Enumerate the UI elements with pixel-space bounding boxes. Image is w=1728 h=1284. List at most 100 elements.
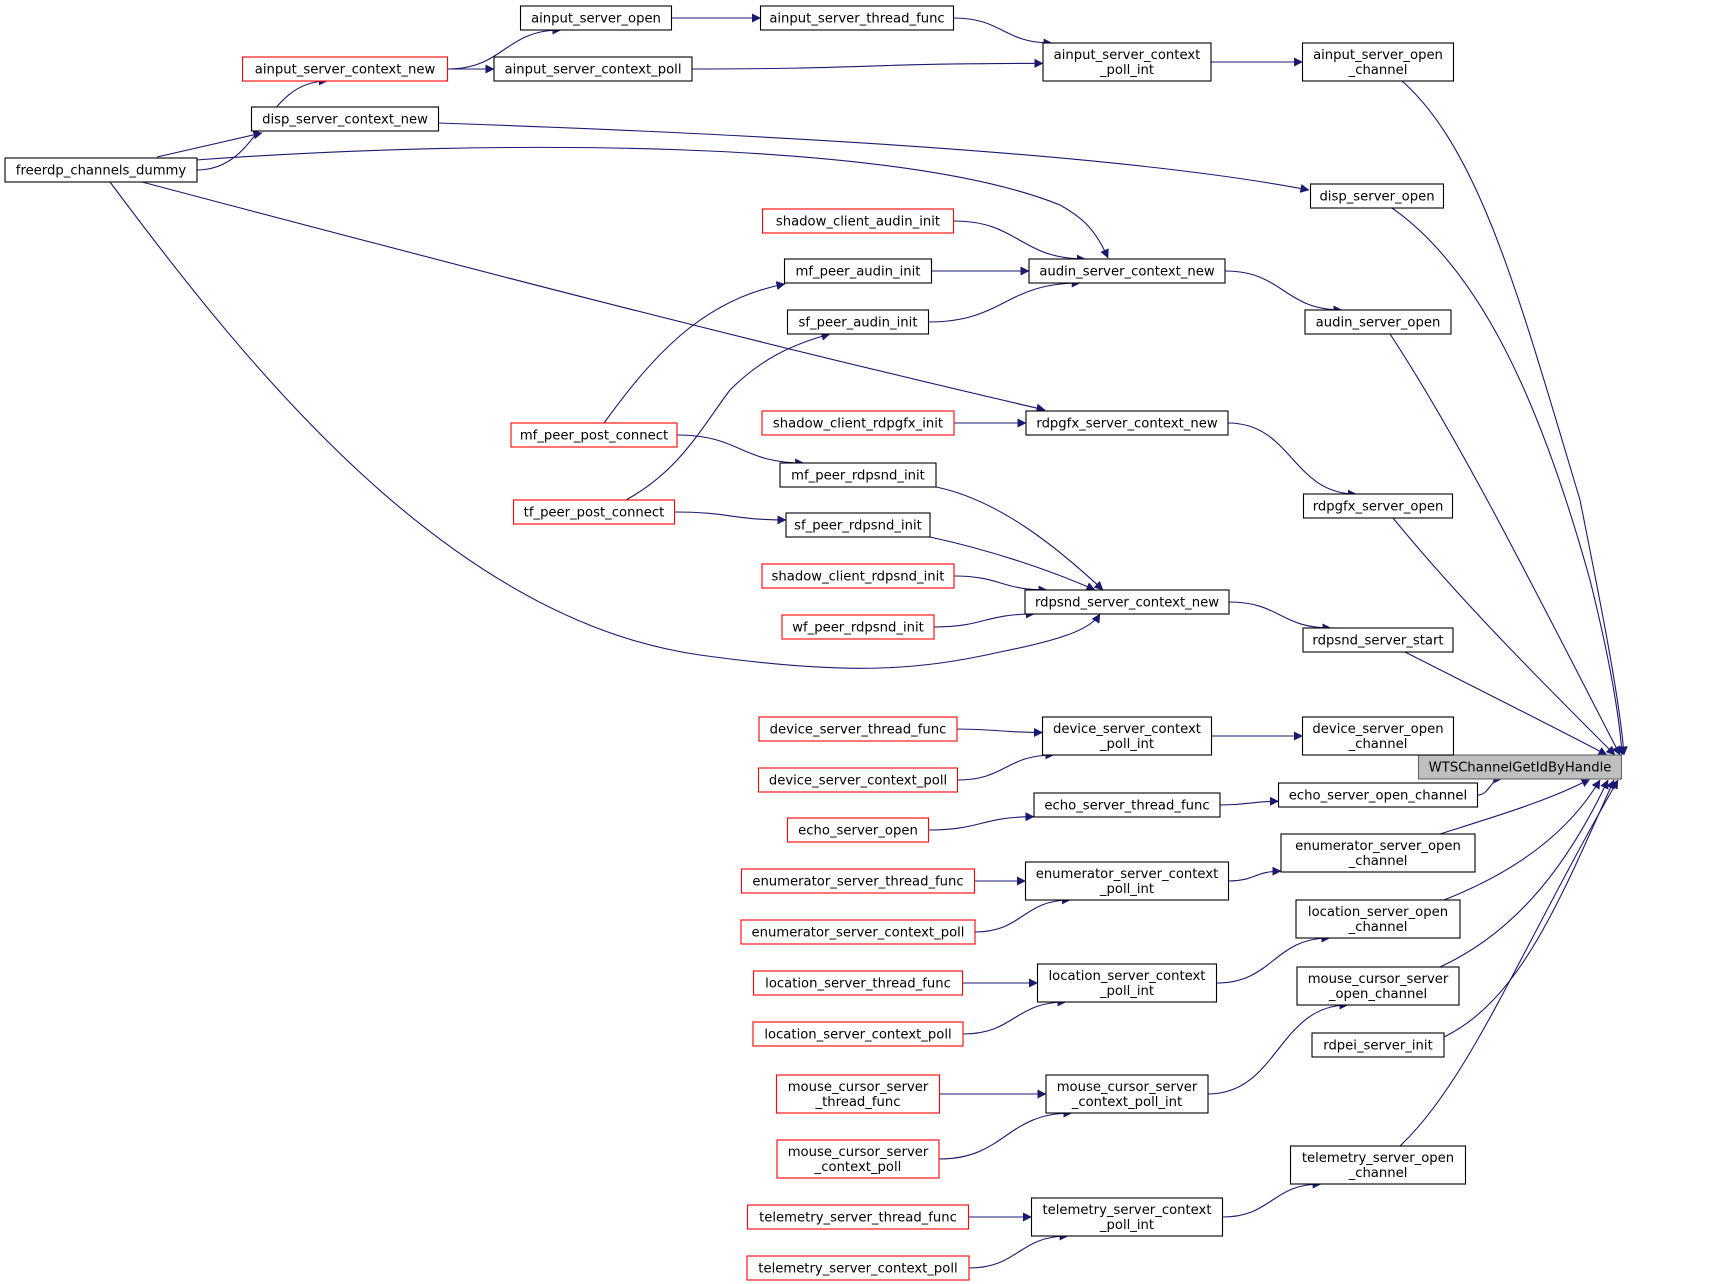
node-rdpgfx-ctx-new[interactable]: rdpgfx_server_context_new: [1025, 410, 1229, 436]
node-ainput-poll-int[interactable]: ainput_server_context_poll_int: [1042, 42, 1212, 82]
edge-rdpsnd_ctx_new-to-rdpsnd_start: [1228, 601, 1332, 633]
node-box: [1025, 410, 1229, 436]
node-audin-open[interactable]: audin_server_open: [1304, 309, 1452, 335]
edge-loc_poll_int-to-loc_open_ch: [1216, 933, 1331, 984]
node-label: enumerator_server_context: [1036, 867, 1219, 882]
node-shadow-audin[interactable]: shadow_client_audin_init: [761, 208, 955, 234]
node-label: enumerator_server_context_poll: [752, 926, 965, 941]
node-enum-poll[interactable]: enumerator_server_context_poll: [740, 919, 976, 945]
node-tele-poll[interactable]: telemetry_server_context_poll: [746, 1255, 970, 1281]
node-echo-open-ch[interactable]: echo_server_open_channel: [1277, 782, 1479, 808]
node-label: shadow_client_rdpsnd_init: [772, 570, 945, 585]
node-rdpsnd-start[interactable]: rdpsnd_server_start: [1302, 627, 1454, 653]
node-tele-poll-int[interactable]: telemetry_server_context_poll_int: [1030, 1197, 1224, 1237]
node-label: rdpei_server_init: [1323, 1039, 1433, 1054]
node-disp-open[interactable]: disp_server_open: [1309, 183, 1445, 209]
node-label: ainput_server_open: [1313, 48, 1443, 63]
node-ainput-open-ch[interactable]: ainput_server_open_channel: [1301, 42, 1455, 82]
edge-enum_poll-to-enum_poll_int: [974, 895, 1071, 933]
edge-echo_open_ch-to-root: [1477, 774, 1503, 796]
node-label: echo_server_open: [798, 824, 918, 839]
edges-layer: [109, 13, 1628, 1269]
edge-audin_open-to-root: [1389, 333, 1621, 756]
node-label: rdpsnd_server_context_new: [1035, 596, 1219, 611]
edge-loc_open_ch-to-root: [1443, 779, 1601, 901]
edge-echo_thread-to-echo_open_ch: [1219, 796, 1279, 806]
node-box: [1042, 42, 1212, 82]
node-sf-audin[interactable]: sf_peer_audin_init: [786, 309, 930, 335]
node-label: tf_peer_post_connect: [524, 506, 665, 521]
node-label: shadow_client_rdpgfx_init: [773, 417, 943, 432]
node-shadow-rdpsnd[interactable]: shadow_client_rdpsnd_init: [761, 563, 955, 589]
node-device-poll[interactable]: device_server_context_poll: [757, 767, 959, 793]
node-ainput-poll[interactable]: ainput_server_context_poll: [493, 56, 693, 82]
edge-freerdp_dummy-to-audin_ctx_new: [195, 146, 1109, 259]
node-ainput-open[interactable]: ainput_server_open: [519, 5, 673, 31]
node-box: [1033, 792, 1221, 818]
node-box: [740, 868, 976, 894]
node-ainput-ctx-new[interactable]: ainput_server_context_new: [241, 56, 449, 82]
edge-tele_open_ch-to-root: [1399, 779, 1619, 1147]
node-loc-poll[interactable]: location_server_context_poll: [752, 1021, 964, 1047]
node-device-poll-int[interactable]: device_server_context_poll_int: [1041, 716, 1213, 756]
node-label: ainput_server_open: [531, 12, 661, 27]
node-box: [776, 1139, 940, 1179]
node-tele-open-ch[interactable]: telemetry_server_open_channel: [1289, 1145, 1467, 1185]
node-loc-open-ch[interactable]: location_server_open_channel: [1295, 899, 1461, 939]
node-label: _channel: [1348, 737, 1408, 752]
node-mouse-poll-int[interactable]: mouse_cursor_server_context_poll_int: [1045, 1074, 1209, 1114]
edge-sf_rdpsnd-to-rdpsnd_ctx_new: [929, 536, 1096, 591]
node-rdpei-init[interactable]: rdpei_server_init: [1311, 1032, 1445, 1058]
node-rdpsnd-ctx-new[interactable]: rdpsnd_server_context_new: [1024, 589, 1230, 615]
node-root[interactable]: WTSChannelGetIdByHandle: [1417, 754, 1623, 780]
node-label: _channel: [1348, 854, 1408, 869]
node-box: [785, 512, 931, 538]
node-freerdp-dummy[interactable]: freerdp_channels_dummy: [4, 157, 198, 183]
node-audin-ctx-new[interactable]: audin_server_context_new: [1028, 258, 1226, 284]
node-loc-thread[interactable]: location_server_thread_func: [752, 970, 964, 996]
node-device-open-ch[interactable]: device_server_open_channel: [1301, 716, 1455, 756]
node-label: mf_peer_rdpsnd_init: [791, 469, 925, 484]
node-ainput-thread[interactable]: ainput_server_thread_func: [759, 5, 955, 31]
node-label: sf_peer_audin_init: [798, 316, 917, 331]
node-box: [1028, 258, 1226, 284]
edge-mf_post-to-mf_audin: [603, 281, 786, 424]
node-box: [1311, 1032, 1445, 1058]
node-mouse-thread[interactable]: mouse_cursor_server_thread_func: [775, 1074, 941, 1114]
node-loc-poll-int[interactable]: location_server_context_poll_int: [1036, 963, 1218, 1003]
node-sf-rdpsnd[interactable]: sf_peer_rdpsnd_init: [785, 512, 931, 538]
node-box: [1045, 1074, 1209, 1114]
node-enum-poll-int[interactable]: enumerator_server_context_poll_int: [1024, 861, 1230, 901]
node-label: location_server_open: [1308, 905, 1448, 920]
node-shadow-rdpgfx[interactable]: shadow_client_rdpgfx_init: [761, 410, 955, 436]
edge-ainput_thread-to-ainput_poll_int: [953, 17, 1053, 48]
edge-wf_rdpsnd-to-rdpsnd_ctx_new: [933, 609, 1035, 628]
node-mf-audin[interactable]: mf_peer_audin_init: [783, 258, 933, 284]
node-echo-open[interactable]: echo_server_open: [786, 817, 930, 843]
node-label: device_server_context: [1053, 722, 1201, 737]
node-box: [1041, 716, 1213, 756]
node-box: [783, 258, 933, 284]
node-box: [1036, 963, 1218, 1003]
node-box: [746, 1204, 970, 1230]
node-tele-thread[interactable]: telemetry_server_thread_func: [746, 1204, 970, 1230]
node-label: enumerator_server_open: [1295, 839, 1461, 854]
node-tf-post[interactable]: tf_peer_post_connect: [512, 499, 676, 525]
node-mouse-poll[interactable]: mouse_cursor_server_context_poll: [776, 1139, 940, 1179]
node-label: _channel: [1348, 920, 1408, 935]
node-echo-thread[interactable]: echo_server_thread_func: [1033, 792, 1221, 818]
node-wf-rdpsnd[interactable]: wf_peer_rdpsnd_init: [781, 614, 935, 640]
node-label: rdpgfx_server_open: [1313, 500, 1444, 515]
node-enum-open-ch[interactable]: enumerator_server_open_channel: [1280, 833, 1476, 873]
node-mf-rdpsnd[interactable]: mf_peer_rdpsnd_init: [779, 462, 937, 488]
node-mf-post[interactable]: mf_peer_post_connect: [510, 422, 678, 448]
node-disp-ctx-new[interactable]: disp_server_context_new: [250, 106, 440, 132]
node-label: sf_peer_rdpsnd_init: [794, 519, 922, 534]
node-mouse-open-ch[interactable]: mouse_cursor_server_open_channel: [1296, 966, 1460, 1006]
node-enum-thread[interactable]: enumerator_server_thread_func: [740, 868, 976, 894]
node-label: echo_server_open_channel: [1289, 789, 1467, 804]
node-rdpgfx-open[interactable]: rdpgfx_server_open: [1302, 493, 1454, 519]
node-device-thread[interactable]: device_server_thread_func: [758, 716, 958, 742]
node-label: _poll_int: [1099, 984, 1154, 999]
